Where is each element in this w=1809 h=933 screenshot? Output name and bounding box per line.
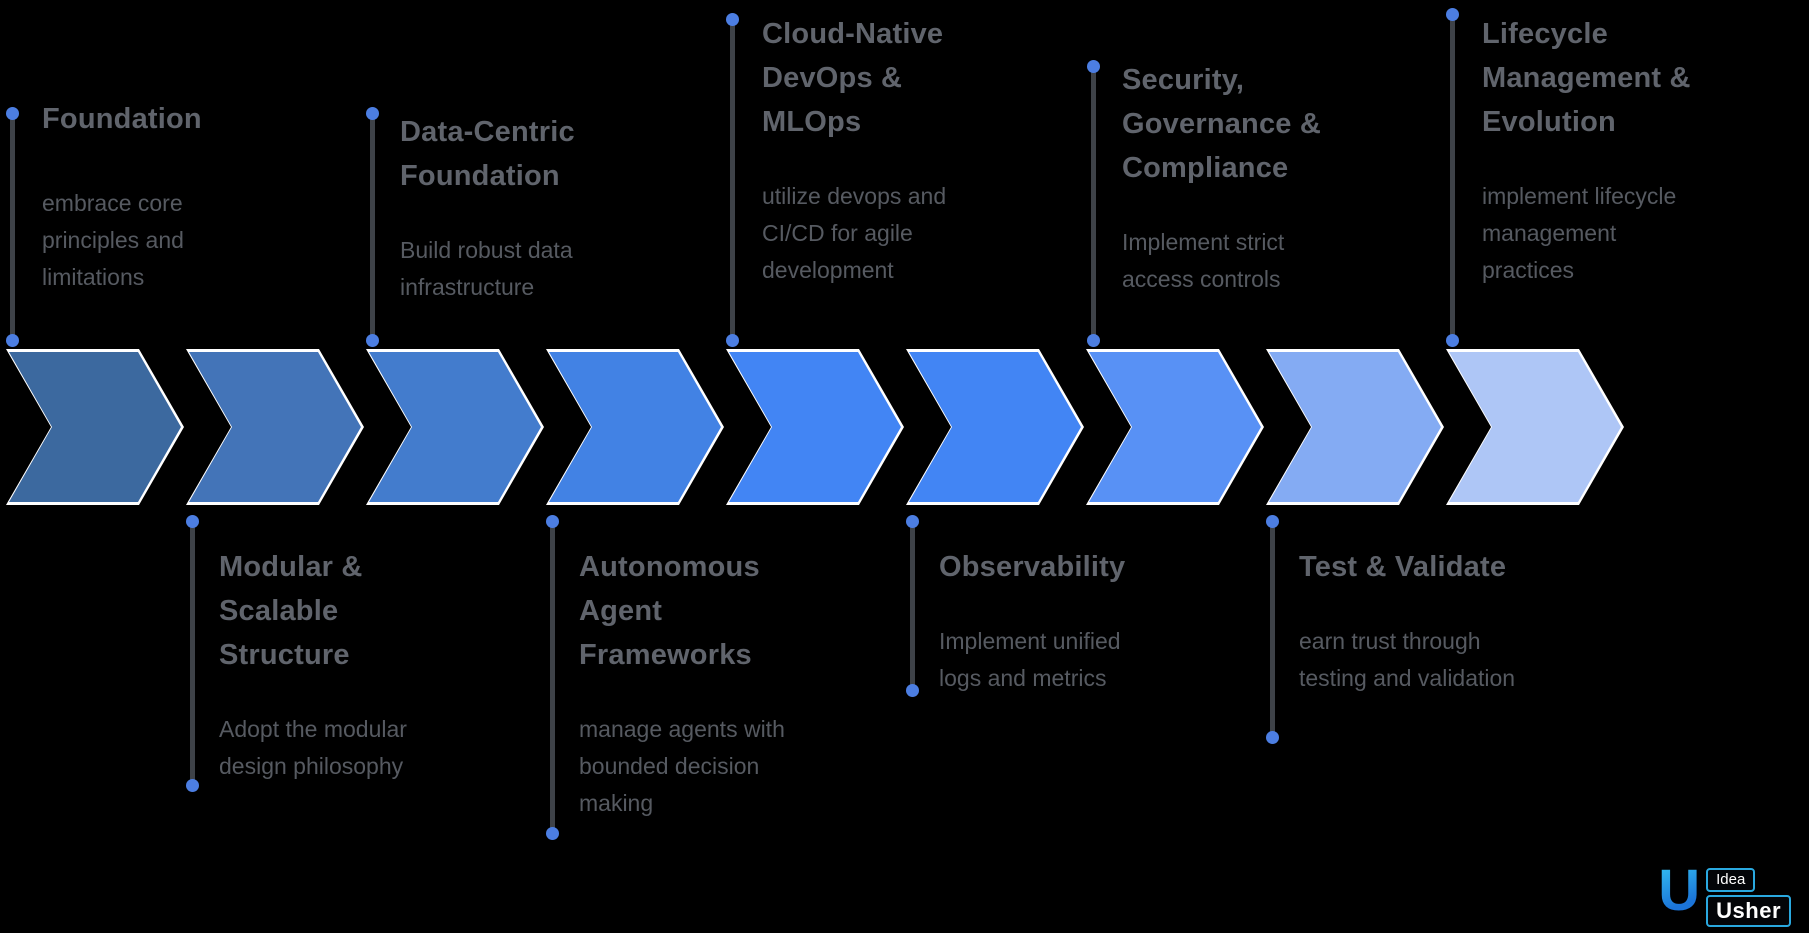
ideausher-u-icon: U: [1658, 858, 1701, 923]
connector-dot: [726, 13, 739, 26]
connector-stem: [550, 521, 555, 834]
connector-stem: [730, 19, 735, 341]
step-description: Build robust data infrastructure: [400, 237, 573, 300]
step-7-security-governance-compliance: Security, Governance & Compliance Implem…: [1122, 58, 1322, 298]
chevron-arrow-fill: [729, 352, 901, 502]
chevron-arrow: [6, 349, 184, 505]
connector-dot: [6, 107, 19, 120]
step-description: manage agents with bounded decision maki…: [579, 716, 785, 816]
connector-dot: [546, 827, 559, 840]
step-title: Modular & Scalable Structure: [219, 551, 363, 671]
step-8-test-validate: Test & Validate earn trust through testi…: [1299, 545, 1524, 697]
step-description: implement lifecycle management practices: [1482, 183, 1677, 283]
connector-dot: [1446, 334, 1459, 347]
connector-line: [546, 515, 559, 840]
connector-dot: [1266, 515, 1279, 528]
step-description: utilize devops and CI/CD for agile devel…: [762, 183, 947, 283]
connector-line: [906, 515, 919, 697]
step-title: Lifecycle Management & Evolution: [1482, 18, 1691, 138]
connector-dot: [1446, 8, 1459, 21]
connector-dot: [1266, 731, 1279, 744]
connector-stem: [910, 521, 915, 691]
chevron-arrow: [906, 349, 1084, 505]
chevron-arrow: [1086, 349, 1264, 505]
connector-stem: [1270, 521, 1275, 738]
ideausher-logo: U Idea Usher: [1658, 862, 1791, 927]
chevron-arrow-fill: [189, 352, 361, 502]
step-title: Security, Governance & Compliance: [1122, 64, 1322, 184]
connector-dot: [366, 107, 379, 120]
step-description: earn trust through testing and validatio…: [1299, 628, 1516, 691]
step-9-lifecycle-management-evolution: Lifecycle Management & Evolution impleme…: [1482, 12, 1692, 289]
chevron-arrow-fill: [549, 352, 721, 502]
connector-line: [6, 107, 19, 347]
chevron-arrow: [186, 349, 364, 505]
chevron-arrow-fill: [9, 352, 181, 502]
step-description: Adopt the modular design philosophy: [219, 716, 407, 779]
connector-line: [186, 515, 199, 792]
chevron-arrow: [726, 349, 904, 505]
step-1-foundation: Foundation embrace core principles and l…: [42, 97, 242, 296]
step-title: Cloud-Native DevOps & MLOps: [762, 18, 944, 138]
connector-dot: [906, 515, 919, 528]
connector-dot: [186, 515, 199, 528]
connector-stem: [1091, 66, 1096, 341]
chevron-arrow-fill: [1269, 352, 1441, 502]
connector-line: [1446, 8, 1459, 347]
chevron-arrow: [1446, 349, 1624, 505]
connector-dot: [726, 334, 739, 347]
logo-text-idea: Idea: [1706, 868, 1756, 892]
connector-dot: [546, 515, 559, 528]
step-3-data-centric-foundation: Data-Centric Foundation Build robust dat…: [400, 110, 600, 306]
step-title: Test & Validate: [1299, 551, 1507, 583]
connector-stem: [370, 113, 375, 341]
chevron-arrow: [546, 349, 724, 505]
step-title: Data-Centric Foundation: [400, 116, 575, 192]
connector-line: [1087, 60, 1100, 347]
step-4-autonomous-agent-frameworks: Autonomous Agent Frameworks manage agent…: [579, 545, 794, 822]
chevron-arrow: [366, 349, 544, 505]
step-title: Autonomous Agent Frameworks: [579, 551, 760, 671]
connector-line: [726, 13, 739, 347]
step-title: Observability: [939, 551, 1126, 583]
connector-line: [1266, 515, 1279, 744]
step-description: Implement strict access controls: [1122, 229, 1285, 292]
connector-dot: [906, 684, 919, 697]
connector-dot: [1087, 60, 1100, 73]
chevron-arrow-fill: [1449, 352, 1621, 502]
connector-dot: [366, 334, 379, 347]
step-description: embrace core principles and limitations: [42, 190, 184, 290]
connector-dot: [1087, 334, 1100, 347]
connector-stem: [1450, 14, 1455, 341]
connector-stem: [10, 113, 15, 341]
connector-line: [366, 107, 379, 347]
step-6-observability: Observability Implement unified logs and…: [939, 545, 1169, 697]
logo-text-usher: Usher: [1706, 895, 1791, 927]
connector-dot: [6, 334, 19, 347]
step-5-cloud-native-devops-mlops: Cloud-Native DevOps & MLOps utilize devo…: [762, 12, 962, 289]
step-title: Foundation: [42, 103, 202, 135]
connector-stem: [190, 521, 195, 786]
chevron-arrow: [1266, 349, 1444, 505]
connector-dot: [186, 779, 199, 792]
step-description: Implement unified logs and metrics: [939, 628, 1121, 691]
chevron-arrow-fill: [1089, 352, 1261, 502]
chevron-arrow-fill: [909, 352, 1081, 502]
step-2-modular-scalable-structure: Modular & Scalable Structure Adopt the m…: [219, 545, 434, 785]
chevron-arrow-fill: [369, 352, 541, 502]
